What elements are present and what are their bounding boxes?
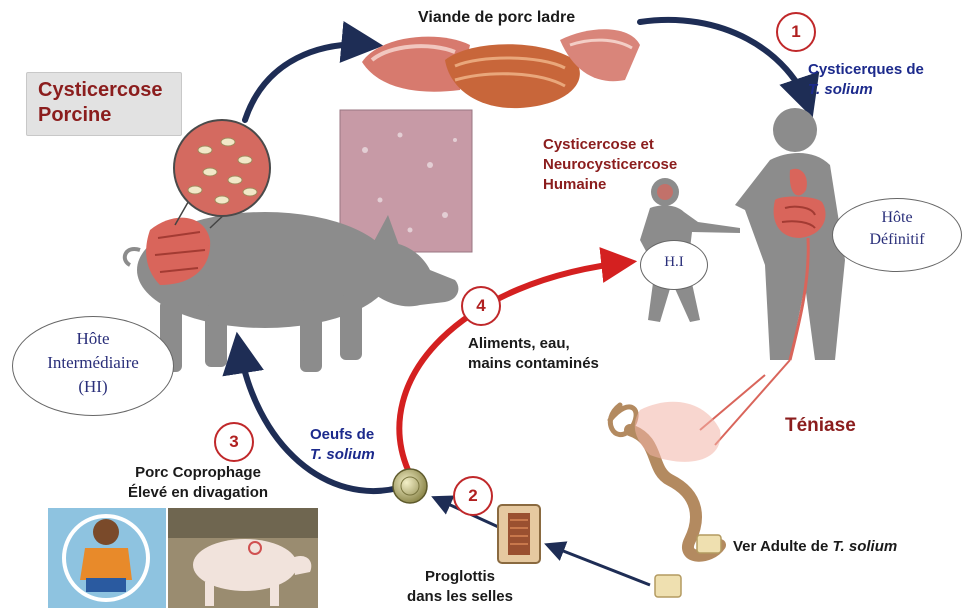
step-4-badge: 4 <box>461 286 501 326</box>
proglottis-label: Proglottis dans les selles <box>385 567 535 607</box>
proglottis-segment <box>655 575 681 597</box>
pig-farm-photo <box>168 508 318 608</box>
arrow-pig-to-meat <box>245 44 375 120</box>
hote-definitif-oval: Hôte Définitif <box>832 198 962 272</box>
ver-adulte-label: Ver Adulte de T. solium <box>733 538 897 555</box>
proglottis-image <box>498 505 540 563</box>
step-3-badge: 3 <box>214 422 254 462</box>
step-2-badge: 2 <box>453 476 493 516</box>
step-1-badge: 1 <box>776 12 816 52</box>
egg-image <box>393 469 427 503</box>
arrow-segment-to-proglottis <box>548 545 650 585</box>
hote-intermediaire-oval: Hôte Intermédiaire (HI) <box>12 316 174 416</box>
oeufs-label: Oeufs de T. solium <box>310 425 375 465</box>
cysticercose-humaine-label: Cysticercose et Neurocysticercose Humain… <box>543 135 677 195</box>
cyst-tissue-photo <box>340 110 472 252</box>
teniase-label: Téniase <box>785 415 856 437</box>
viande-label: Viande de porc ladre <box>418 9 575 27</box>
cysticercose-porcine-label: Cysticercose Porcine <box>38 78 163 128</box>
hi-oval: H.I <box>640 240 708 290</box>
porc-coprophage-label: Porc Coprophage Élevé en divagation <box>108 463 288 503</box>
pork-meat-image <box>362 29 640 108</box>
aliments-label: Aliments, eau, mains contaminés <box>468 334 599 374</box>
child-defecating-photo <box>48 508 166 608</box>
cysticerques-label: Cysticerques de T. solium <box>808 60 924 100</box>
